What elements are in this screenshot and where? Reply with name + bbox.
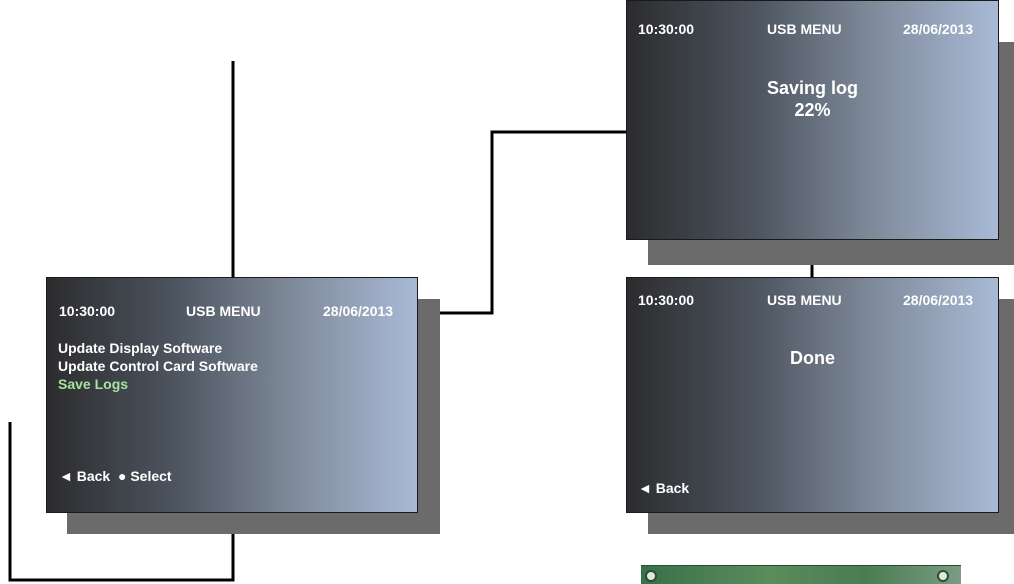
date-label: 28/06/2013	[323, 303, 393, 319]
connector-main-to-saving	[418, 132, 626, 313]
usb-menu-screen: 10:30:00 USB MENU 28/06/2013 Update Disp…	[46, 277, 418, 513]
clock-label: 10:30:00	[638, 292, 694, 308]
mounting-hole-right	[937, 570, 949, 582]
footer-back-select[interactable]: ◄ Back ● Select	[59, 468, 172, 484]
done-screen: 10:30:00 USB MENU 28/06/2013 Done ◄ Back	[626, 277, 999, 513]
menu-title: USB MENU	[186, 303, 261, 319]
date-label: 28/06/2013	[903, 21, 973, 37]
menu-item-save-logs[interactable]: Save Logs	[58, 376, 128, 392]
mounting-hole-left	[645, 570, 657, 582]
clock-label: 10:30:00	[638, 21, 694, 37]
footer-back[interactable]: ◄ Back	[638, 480, 689, 496]
saving-log-screen: 10:30:00 USB MENU 28/06/2013 Saving log …	[626, 0, 999, 240]
date-label: 28/06/2013	[903, 292, 973, 308]
saving-progress-percent: 22%	[627, 100, 998, 121]
saving-log-message: Saving log	[627, 78, 998, 99]
done-message: Done	[627, 348, 998, 369]
menu-item-update-display-software[interactable]: Update Display Software	[58, 340, 222, 356]
menu-item-update-control-card-software[interactable]: Update Control Card Software	[58, 358, 258, 374]
menu-title: USB MENU	[767, 292, 842, 308]
clock-label: 10:30:00	[59, 303, 115, 319]
menu-title: USB MENU	[767, 21, 842, 37]
circuit-board-image	[641, 565, 961, 584]
